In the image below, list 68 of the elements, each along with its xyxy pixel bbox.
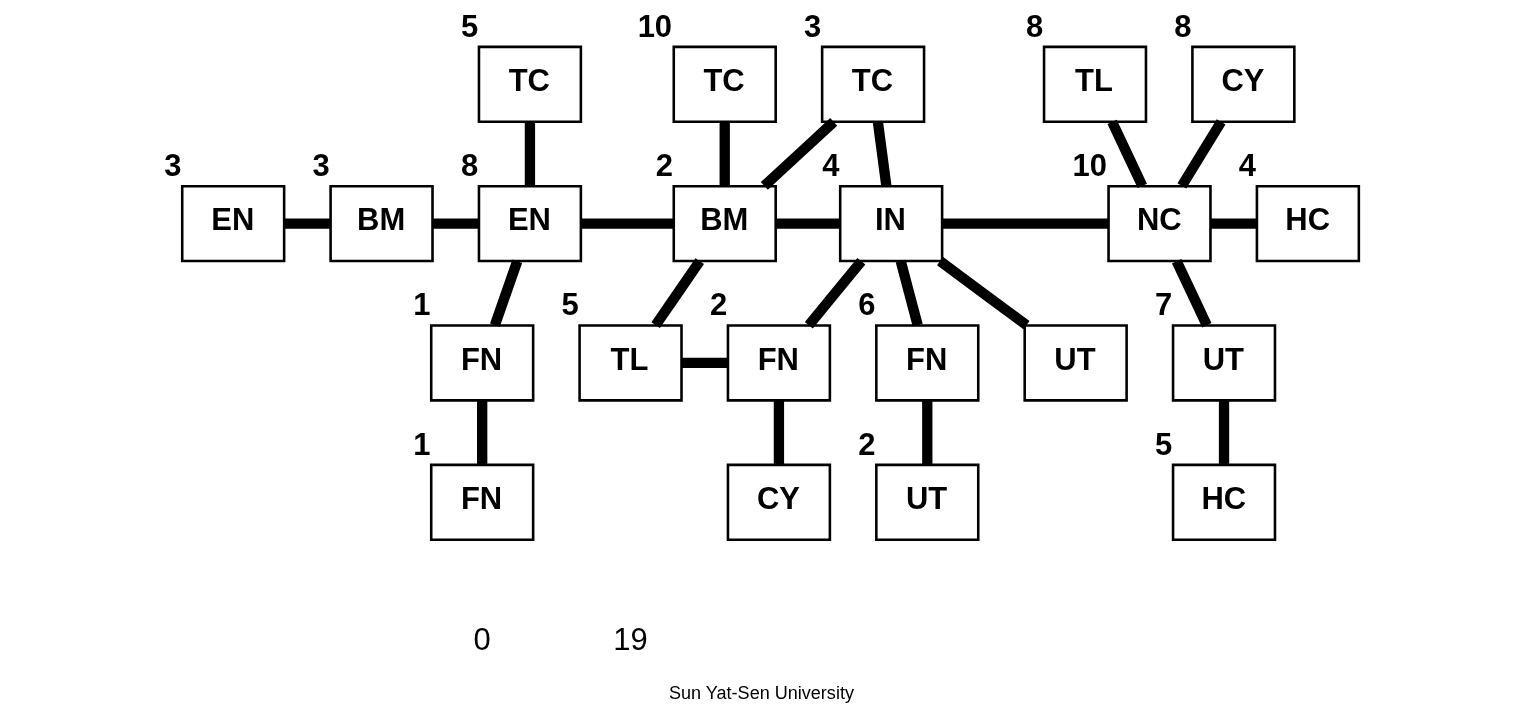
node-label: 1	[413, 426, 431, 462]
node-label: 8	[1174, 8, 1192, 44]
node-label: 4	[1238, 148, 1257, 184]
connector	[775, 218, 840, 229]
connector	[937, 257, 1030, 330]
connector	[719, 121, 730, 186]
label: 0	[473, 621, 491, 657]
connector	[284, 218, 331, 229]
connector	[760, 118, 838, 190]
label: 19	[613, 621, 648, 657]
node-box: FN	[726, 324, 832, 402]
connector	[1107, 119, 1147, 189]
connector	[1177, 119, 1226, 189]
connector	[1210, 218, 1257, 229]
node-label: 3	[312, 148, 330, 184]
node-label: 2	[858, 426, 876, 462]
connector	[477, 400, 488, 465]
node-label: 8	[1025, 8, 1044, 44]
connector	[895, 259, 923, 327]
connector	[432, 218, 479, 229]
node-box: UT	[1171, 324, 1277, 402]
caption: Sun Yat-Sen University	[669, 682, 854, 703]
connector	[651, 258, 704, 329]
node-box: EN	[180, 184, 286, 263]
connector	[1218, 400, 1230, 465]
node-box: EN	[477, 184, 583, 263]
node-box: CY	[1191, 45, 1296, 123]
node-box: TL	[578, 324, 683, 402]
connector	[524, 121, 536, 186]
node-box: UT	[875, 463, 980, 541]
node-label: 4	[822, 148, 840, 184]
node-label: 8	[460, 148, 479, 184]
connector	[681, 357, 728, 369]
connector	[804, 257, 866, 329]
node-box: IN	[838, 184, 944, 263]
node-box: BM	[329, 184, 434, 263]
node-box: FN	[429, 324, 535, 402]
node-label: 10	[637, 8, 673, 44]
connector	[490, 259, 523, 327]
node-box: TL	[1042, 45, 1148, 123]
node-label: 6	[858, 287, 876, 323]
connector	[773, 400, 785, 465]
node-box: TC	[672, 45, 777, 123]
node-box: TC	[820, 45, 926, 123]
node-label: 1	[413, 287, 431, 323]
node-label: 2	[655, 148, 673, 184]
connector	[872, 121, 892, 187]
node-label: 3	[804, 8, 822, 44]
node-box: FN	[875, 324, 980, 402]
node-box: NC	[1107, 184, 1212, 263]
node-label: 5	[561, 287, 579, 323]
node-box: CY	[726, 463, 832, 541]
connector	[922, 400, 933, 465]
node-label: 3	[164, 148, 182, 184]
node-box: TC	[477, 45, 583, 123]
node-label: 5	[460, 8, 479, 44]
node-box: HC	[1171, 463, 1277, 541]
node-label: 2	[709, 287, 728, 323]
connector	[942, 218, 1109, 229]
connector	[580, 218, 674, 229]
node-box: UT	[1023, 324, 1128, 402]
connector	[1171, 258, 1212, 328]
node-label: 5	[1155, 426, 1173, 462]
node-box: FN	[429, 463, 535, 541]
node-box: HC	[1255, 184, 1361, 263]
node-box: BM	[672, 184, 777, 263]
node-label: 7	[1155, 287, 1173, 323]
node-label: 10	[1072, 148, 1107, 184]
